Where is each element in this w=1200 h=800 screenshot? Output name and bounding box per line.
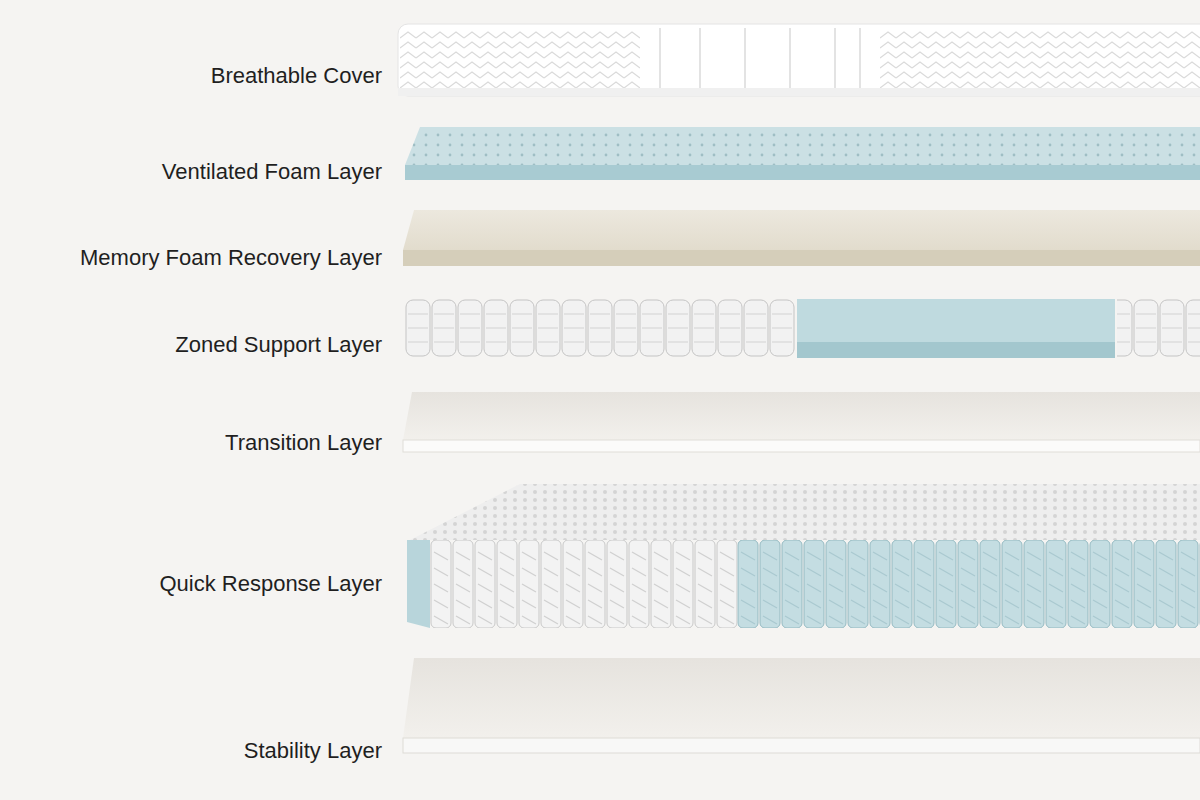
stability-layer: [403, 658, 1200, 753]
quick-response-layer: [407, 484, 1200, 628]
layer-label: Zoned Support Layer: [175, 332, 382, 358]
layer-label: Quick Response Layer: [159, 571, 382, 597]
layer-label: Breathable Cover: [211, 63, 382, 89]
zoned-support-layer: [405, 298, 1200, 358]
ventilated-foam-layer: [405, 127, 1200, 180]
layer-label: Memory Foam Recovery Layer: [80, 245, 382, 271]
transition-layer: [403, 392, 1200, 452]
layer-label: Transition Layer: [225, 430, 382, 456]
layer-label: Stability Layer: [244, 738, 382, 764]
cover-layer: [398, 24, 1200, 96]
layer-label: Ventilated Foam Layer: [162, 159, 382, 185]
memory-foam-layer: [403, 210, 1200, 266]
